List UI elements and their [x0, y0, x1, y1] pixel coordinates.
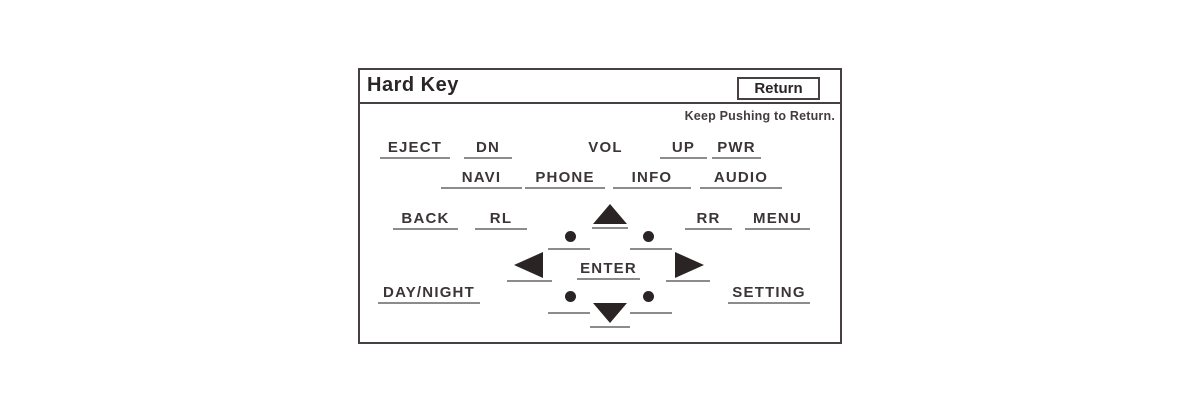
page-title: Hard Key [367, 74, 459, 96]
diagonal-down-right-underline [630, 312, 672, 314]
cursor-down-icon [593, 303, 627, 323]
cursor-left-icon [514, 252, 543, 278]
return-hint-text: Keep Pushing to Return. [684, 109, 835, 123]
cursor-down-underline [590, 326, 630, 328]
hardkey-volume-up: UP [660, 140, 707, 159]
hardkey-eject: EJECT [380, 140, 450, 159]
diagonal-up-right-underline [630, 248, 672, 250]
hardkey-navi: NAVI [441, 170, 522, 189]
hardkey-enter: ENTER [577, 261, 640, 280]
hardkey-volume-down: DN [464, 140, 512, 159]
hardkey-setting: SETTING [728, 285, 810, 304]
hardkey-rl: RL [475, 211, 527, 230]
title-bar: Hard Key Return [360, 70, 840, 104]
volume-label: VOL [588, 139, 623, 156]
diagonal-down-right-dot-icon [643, 291, 654, 302]
diagonal-down-left-underline [548, 312, 590, 314]
hard-key-test-panel: Hard Key Return Keep Pushing to Return. … [358, 68, 842, 344]
cursor-up-icon [593, 204, 627, 224]
hardkey-power: PWR [712, 140, 761, 159]
cursor-left-underline [507, 280, 552, 282]
hardkey-audio: AUDIO [700, 170, 782, 189]
hardkey-phone: PHONE [525, 170, 605, 189]
hardkey-back: BACK [393, 211, 458, 230]
diagonal-up-right-dot-icon [643, 231, 654, 242]
cursor-right-icon [675, 252, 704, 278]
hardkey-day-night: DAY/NIGHT [378, 285, 480, 304]
cursor-right-underline [666, 280, 710, 282]
diagonal-down-left-dot-icon [565, 291, 576, 302]
return-button[interactable]: Return [737, 77, 820, 100]
hardkey-menu: MENU [745, 211, 810, 230]
diagonal-up-left-underline [548, 248, 590, 250]
diagonal-up-left-dot-icon [565, 231, 576, 242]
hardkey-rr: RR [685, 211, 732, 230]
cursor-up-underline [592, 227, 628, 229]
hardkey-info: INFO [613, 170, 691, 189]
